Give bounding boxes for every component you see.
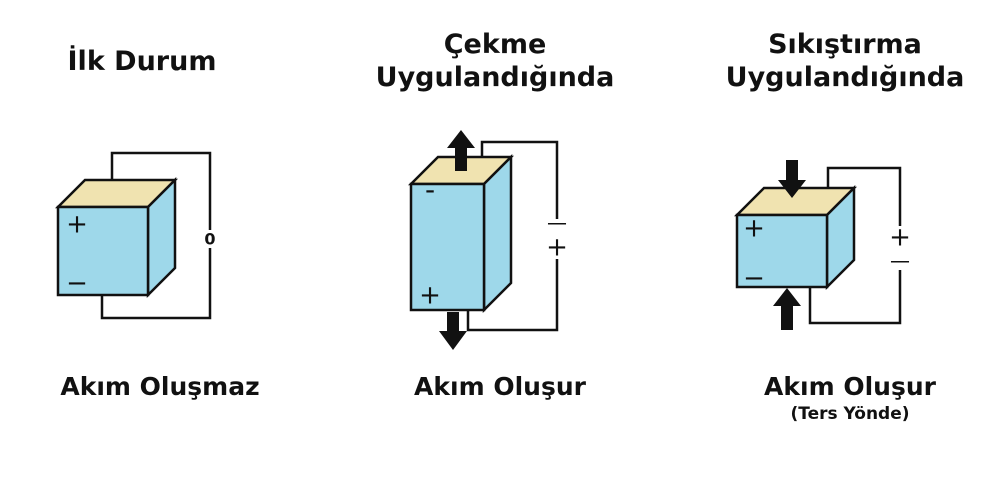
panel-3-drawing: + − + —	[733, 160, 914, 330]
panel-2-pull-up-arrow	[447, 130, 475, 171]
panel-3-positive-sign: +	[743, 214, 765, 244]
panel-3-subcaption: (Ters Yönde)	[790, 404, 910, 424]
panel-2-crystal-side-face	[482, 153, 513, 314]
panel-3-meter-gap	[886, 226, 914, 270]
panel-1-caption: Akım Oluşmaz	[60, 372, 260, 401]
panel-1-meter-gap	[203, 230, 217, 248]
panel-3-meter-top-sign: +	[889, 223, 911, 253]
panel-3-press-up-arrow	[773, 288, 801, 330]
panel-2-crystal-front-face	[409, 182, 486, 312]
panel-3-caption: Akım Oluşur	[764, 372, 936, 401]
panel-1-meter-reading: 0	[204, 230, 215, 249]
panel-1-title-line-1: İlk Durum	[67, 46, 217, 77]
panel-2-meter-bottom-sign: +	[546, 233, 568, 263]
panel-2-top-sign: -	[425, 173, 435, 206]
panel-2-meter-gap	[543, 219, 571, 259]
panel-3-title-line-2: Uygulandığında	[725, 62, 965, 93]
panel-2-bottom-sign: +	[419, 281, 441, 311]
panel-3-crystal-front-face	[735, 213, 829, 289]
panel-1-crystal-front-face	[56, 205, 150, 297]
panel-2-title-line-2: Uygulandığında	[375, 62, 615, 93]
panel-3-meter-bottom-sign: —	[890, 249, 910, 273]
panel-1-drawing: + − 0	[54, 151, 217, 320]
panel-3-negative-sign: −	[743, 264, 765, 294]
panel-2-pull-down-arrow	[439, 312, 467, 350]
panel-2-title-line-1: Çekme	[443, 29, 547, 60]
panel-3-title: Sıkıştırma Uygulandığında	[690, 28, 1000, 94]
panel-1-title: İlk Durum	[42, 45, 242, 78]
panel-2-title: Çekme Uygulandığında	[340, 28, 650, 94]
panel-3-title-line-1: Sıkıştırma	[768, 29, 922, 60]
panel-3-press-down-arrow	[778, 160, 806, 198]
panel-2-caption: Akım Oluşur	[414, 372, 586, 401]
panel-2-meter-top-sign: —	[547, 211, 567, 235]
panel-1-negative-sign: −	[66, 269, 88, 299]
panel-2-drawing: - + — +	[407, 130, 571, 350]
panel-1-positive-sign: +	[66, 210, 88, 240]
